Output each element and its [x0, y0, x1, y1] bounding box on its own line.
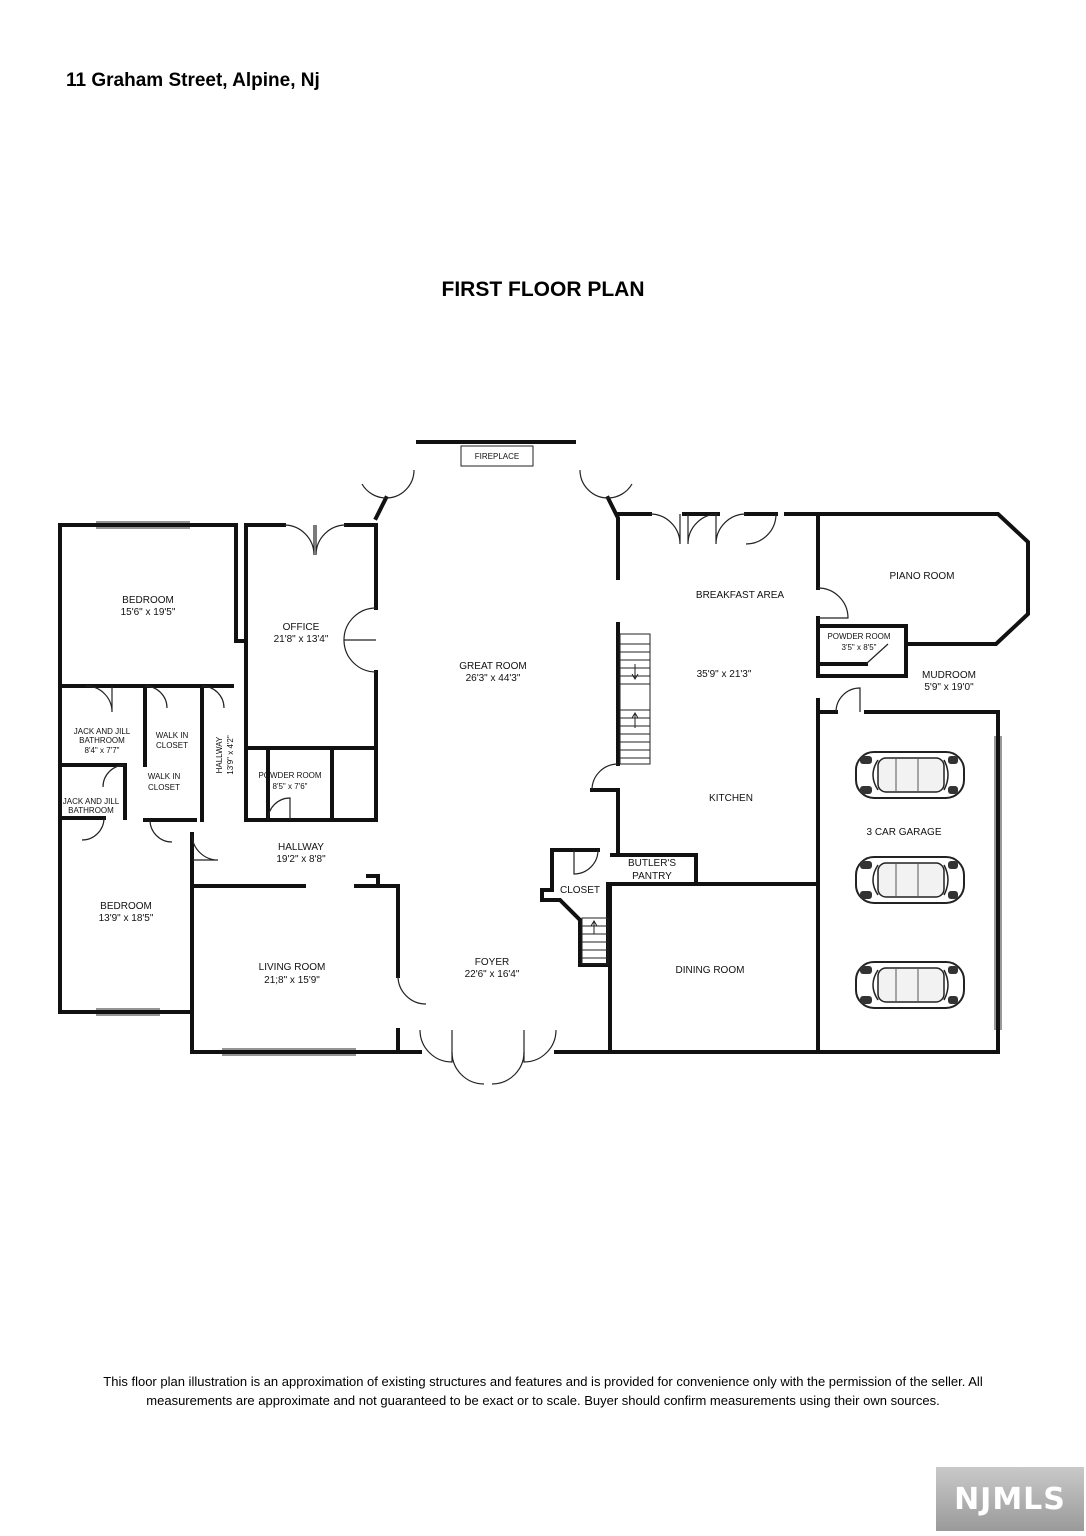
jack-and-jill-bath-2-line1: JACK AND JILL [63, 797, 120, 806]
dining-room-label: DINING ROOM [676, 965, 745, 976]
door-swings [81, 469, 889, 1085]
walk-in-closet-1-line1: WALK IN [156, 731, 189, 740]
living-room-label: LIVING ROOM [259, 962, 326, 973]
office-dims: 21'8" x 13'4" [274, 634, 329, 645]
bedroom-2-dims: 13'9" x 18'5" [99, 913, 154, 924]
jack-and-jill-bath-1-dims: 8'4" x 7'7" [85, 746, 120, 755]
powder-room-label: POWDER ROOM [258, 771, 321, 780]
living-room-dims: 21;8" x 15'9" [264, 975, 320, 986]
piano-room-label: PIANO ROOM [889, 571, 954, 582]
closet-label: CLOSET [560, 885, 600, 896]
car-icon [855, 751, 965, 799]
bedroom-2-label: BEDROOM [100, 901, 152, 912]
car-icon [855, 856, 965, 904]
jack-and-jill-bath-2-line2: BATHROOM [68, 806, 114, 815]
property-address: 11 Graham Street, Alpine, Nj [66, 70, 320, 91]
office-label: OFFICE [283, 622, 320, 633]
hallway-vertical-label: HALLWAY [215, 736, 224, 773]
walk-in-closet-2-line1: WALK IN [148, 772, 181, 781]
mudroom-label: MUDROOM [922, 670, 976, 681]
mudroom-dims: 5'9" x 19'0" [924, 682, 974, 693]
walls [58, 440, 1030, 1054]
great-room-label: GREAT ROOM [459, 661, 526, 672]
butlers-pantry-line1: BUTLER'S [628, 858, 676, 869]
hallway-dims: 19'2" x 8'8" [276, 854, 326, 865]
foyer-dims: 22'6" x 16'4" [465, 969, 520, 980]
disclaimer-text: This floor plan illustration is an appro… [103, 1374, 983, 1408]
jack-and-jill-bath-1-line2: BATHROOM [79, 736, 125, 745]
great-room-dims: 26'3" x 44'3" [466, 673, 521, 684]
bedroom-1-dims: 15'6" x 19'5" [121, 607, 176, 618]
plan-title: FIRST FLOOR PLAN [441, 278, 645, 301]
breakfast-area-dims: 35'9" x 21'3" [697, 669, 752, 680]
hallway-vertical-dims: 13'9" x 4'2" [226, 735, 235, 775]
njmls-logo-text: NJMLS [954, 1481, 1066, 1517]
jack-and-jill-bath-1-line1: JACK AND JILL [74, 727, 131, 736]
floor-plan: FIREPLACE BEDROOM 15'6" x 19'5" OFFICE 2… [58, 440, 1030, 1085]
njmls-logo: NJMLS [936, 1467, 1084, 1531]
foyer-label: FOYER [475, 957, 509, 968]
stairs [581, 633, 651, 965]
powder-room-dims: 8'5" x 7'6" [273, 782, 308, 791]
powder-room-small-label: POWDER ROOM [827, 632, 890, 641]
windows [96, 521, 1002, 1056]
breakfast-area-label: BREAKFAST AREA [696, 590, 785, 601]
powder-room-small-dims: 3'5" x 8'5" [842, 643, 877, 652]
garage-label: 3 CAR GARAGE [866, 827, 941, 838]
bedroom-1-label: BEDROOM [122, 595, 174, 606]
fireplace-label: FIREPLACE [475, 452, 519, 461]
walk-in-closet-1-line2: CLOSET [156, 741, 188, 750]
walk-in-closet-2-line2: CLOSET [148, 783, 180, 792]
hallway-label: HALLWAY [278, 842, 324, 853]
fireplace-box [460, 445, 534, 467]
car-icon [855, 961, 965, 1009]
butlers-pantry-line2: PANTRY [632, 871, 672, 882]
kitchen-label: KITCHEN [709, 793, 753, 804]
